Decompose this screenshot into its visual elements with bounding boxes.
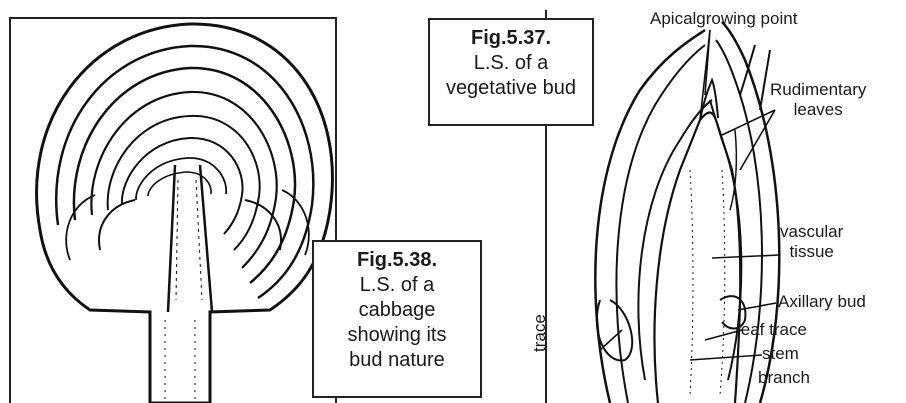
label-vascular-tissue: vascular tissue	[780, 222, 843, 262]
cabbage-drawing	[37, 24, 333, 403]
label-apical-growing-point: Apicalgrowing point	[650, 9, 797, 29]
fig-5-38-line-2: cabbage	[314, 298, 480, 323]
bud-drawing	[595, 22, 779, 403]
fig-5-38-line-3: showing its	[314, 323, 480, 348]
fig-5-37-line-1: L.S. of a	[430, 51, 592, 76]
label-trace: trace	[530, 314, 550, 352]
label-rudimentary-leaves: Rudimentary leaves	[770, 80, 866, 120]
label-vascular-line-2: tissue	[780, 242, 843, 262]
label-leaf-trace: leaf trace	[737, 320, 807, 340]
fig-5-37-number: Fig.5.37.	[430, 26, 592, 51]
fig-5-38-line-1: L.S. of a	[314, 273, 480, 298]
label-axillary-bud: Axillary bud	[778, 292, 866, 312]
label-rudimentary-line-1: Rudimentary	[770, 80, 866, 100]
label-vascular-line-1: vascular	[780, 222, 843, 242]
caption-fig-5-37: Fig.5.37. L.S. of a vegetative bud	[428, 18, 594, 126]
fig-5-38-number: Fig.5.38.	[314, 248, 480, 273]
label-rudimentary-line-2: leaves	[770, 100, 866, 120]
label-stem: stem	[762, 344, 799, 364]
caption-fig-5-38: Fig.5.38. L.S. of a cabbage showing its …	[312, 240, 482, 398]
fig-5-37-line-2: vegetative bud	[430, 76, 592, 101]
fig-5-38-line-4: bud nature	[314, 348, 480, 373]
label-branch: branch	[758, 368, 810, 388]
